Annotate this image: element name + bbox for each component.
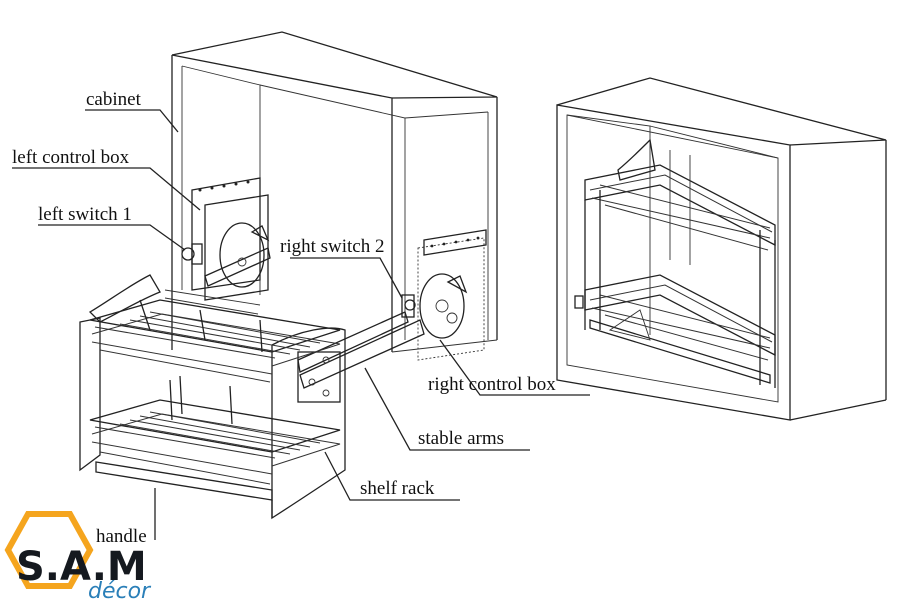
label-shelf-rack: shelf rack bbox=[360, 478, 435, 499]
leader-lines bbox=[12, 109, 590, 540]
logo-hexagon bbox=[4, 511, 94, 589]
logo-sub-text: décor bbox=[88, 579, 152, 600]
cabinet-right bbox=[556, 77, 887, 421]
left-control-box bbox=[181, 177, 270, 301]
label-right-control-box: right control box bbox=[428, 374, 556, 395]
label-stable-arms: stable arms bbox=[418, 428, 504, 449]
shelf-rack bbox=[79, 274, 346, 520]
label-left-switch: left switch 1 bbox=[38, 204, 132, 225]
cabinet-left bbox=[171, 31, 498, 353]
label-cabinet: cabinet bbox=[86, 89, 142, 110]
sam-decor-logo: S.A.M décor bbox=[4, 511, 152, 600]
shelf-rack-installed bbox=[574, 138, 776, 388]
label-handle: handle bbox=[96, 526, 147, 547]
label-right-switch: right switch 2 bbox=[280, 236, 385, 257]
logo-main-text: S.A.M bbox=[16, 544, 147, 590]
labels: cabinet left control box left switch 1 r… bbox=[12, 89, 556, 547]
right-control-box bbox=[401, 229, 487, 361]
label-left-control-box: left control box bbox=[12, 147, 130, 168]
stable-arms bbox=[204, 247, 425, 403]
